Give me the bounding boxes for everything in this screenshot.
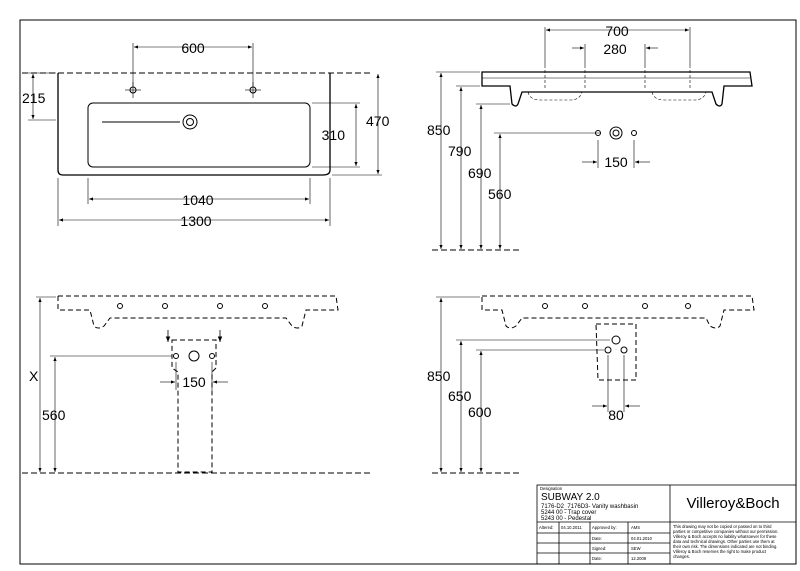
top-view xyxy=(22,43,382,226)
product-line-3: 5243 00 - Pedestal xyxy=(541,516,591,522)
signed-label: Signed: xyxy=(592,546,606,551)
top-dim-600: 600 xyxy=(181,40,205,56)
date-value-2: 12.2009 xyxy=(631,556,647,561)
date-label-2: Date: xyxy=(592,556,602,561)
altered-label: Altered: xyxy=(539,525,553,530)
rear-dim-560: 560 xyxy=(42,407,66,423)
disclaimer-line: changes. xyxy=(673,554,690,559)
front-dim-150: 150 xyxy=(604,154,628,170)
disclaimer-line: their own risk. The dimensions indicated… xyxy=(673,544,777,549)
side-dim-80: 80 xyxy=(608,407,624,423)
disclaimer-line: parties or competitive companies without… xyxy=(673,529,778,534)
disclaimer-line: This drawing may not be copied or passed… xyxy=(673,524,772,529)
top-dim-310: 310 xyxy=(322,127,346,143)
top-dim-1040: 1040 xyxy=(182,192,213,208)
date-value-1: 04.01.2010 xyxy=(631,536,653,541)
rear-dim-x: X xyxy=(29,368,39,384)
top-dim-1300: 1300 xyxy=(180,213,211,229)
front-dim-280: 280 xyxy=(603,41,627,57)
side-view xyxy=(432,295,755,474)
disclaimer-line: Villeroy & Boch accepts no liability wha… xyxy=(673,534,777,539)
disclaimer-line: data and technical drawings. Other parti… xyxy=(673,539,775,544)
product-name: SUBWAY 2.0 xyxy=(541,492,600,503)
front-dim-850: 850 xyxy=(427,122,451,138)
front-dim-700: 700 xyxy=(605,23,629,39)
rear-view xyxy=(22,295,370,474)
disclaimer-text: This drawing may not be copied or passed… xyxy=(673,524,778,559)
side-dim-600: 600 xyxy=(468,404,492,420)
date-label-1: Date: xyxy=(592,536,602,541)
designation-label: Designation xyxy=(540,486,563,491)
title-block xyxy=(536,484,797,565)
approved-label: Approved by: xyxy=(592,525,617,530)
sheet-border xyxy=(19,19,797,565)
front-dim-790: 790 xyxy=(448,143,472,159)
front-dim-690: 690 xyxy=(468,165,492,181)
product-line-1: 7176-D2_7176D3- Vanity washbasin xyxy=(541,504,638,510)
signed-by: SEW xyxy=(631,546,641,551)
side-dim-850: 850 xyxy=(427,368,451,384)
altered-date: 04.10.2011 xyxy=(561,525,582,530)
rear-dim-150: 150 xyxy=(182,374,206,390)
front-view xyxy=(432,27,753,251)
brand-logo-text: Villeroy&Boch xyxy=(686,495,779,512)
front-dim-560: 560 xyxy=(488,186,512,202)
disclaimer-line: Villeroy & Boch reserves the right to ma… xyxy=(673,549,767,554)
side-dim-650: 650 xyxy=(448,388,472,404)
top-dim-215: 215 xyxy=(22,90,46,106)
approved-by: AMS xyxy=(631,525,640,530)
top-dim-470: 470 xyxy=(366,113,390,129)
product-line-2: 5244 00 - Trap cover xyxy=(541,510,596,516)
